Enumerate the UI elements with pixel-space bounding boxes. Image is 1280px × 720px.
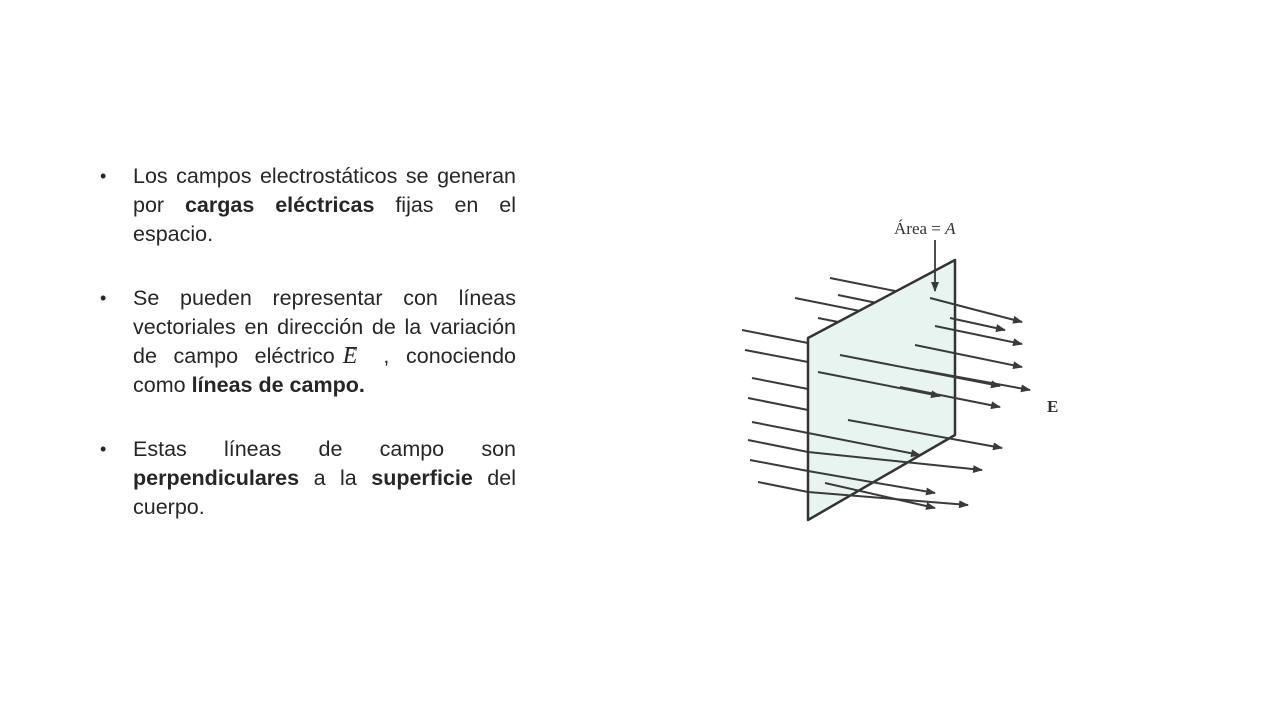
vector-e-symbol: →E bbox=[342, 339, 359, 371]
area-label-prefix: Área = bbox=[894, 219, 945, 238]
bullet-item-1: • Los campos electrostáticos se generan … bbox=[100, 162, 516, 249]
bullet-item-2: • Se pueden representar con líneas vecto… bbox=[100, 284, 516, 400]
bullet-marker: • bbox=[100, 439, 107, 459]
field-line bbox=[949, 317, 1006, 332]
bullet-2-bold-field-lines: líneas de campo. bbox=[191, 373, 365, 397]
field-line bbox=[807, 432, 921, 458]
field-label-e: E bbox=[1047, 397, 1058, 416]
bullet-marker: • bbox=[100, 166, 107, 186]
bullet-2-text-a: Se pueden representar con líneas vectori… bbox=[133, 286, 516, 368]
vector-e-letter: E bbox=[342, 343, 358, 369]
bullet-1-text-a: Los campos electrostáticos se generan po… bbox=[133, 164, 516, 217]
field-line bbox=[934, 325, 1023, 347]
bullet-1-bold-charges: cargas eléctricas bbox=[184, 193, 375, 217]
field-line-back bbox=[741, 329, 809, 344]
bullet-1-text-b: fijas en el espacio. bbox=[133, 193, 516, 246]
field-line bbox=[817, 371, 941, 399]
field-line-back bbox=[747, 397, 809, 411]
field-line bbox=[807, 491, 969, 509]
bullet-3-text-b: a la bbox=[299, 466, 372, 490]
field-line-back bbox=[744, 349, 809, 363]
bullet-2-text-b: , conociendo como bbox=[133, 344, 516, 397]
area-label-var: A bbox=[944, 219, 956, 238]
field-line bbox=[807, 470, 936, 496]
electric-flux-diagram: Área = A E bbox=[741, 219, 1058, 522]
field-line-back bbox=[751, 421, 809, 434]
field-line bbox=[824, 482, 936, 510]
field-line bbox=[847, 419, 1003, 451]
bullet-3-bold-perpendicular: perpendiculares bbox=[133, 466, 300, 490]
area-label: Área = A bbox=[894, 219, 956, 238]
bullet-marker: • bbox=[100, 288, 107, 308]
bullet-3-text-c: del cuerpo. bbox=[133, 466, 516, 519]
field-line bbox=[899, 386, 1001, 410]
field-line bbox=[807, 451, 983, 474]
field-line-back bbox=[751, 377, 809, 390]
vector-arrow-icon: → bbox=[343, 339, 359, 355]
bullet-3-bold-surface: superficie bbox=[371, 466, 473, 490]
field-lines-front bbox=[807, 297, 1031, 510]
field-line bbox=[929, 297, 1023, 324]
field-line-back bbox=[747, 439, 809, 453]
bullet-3-text-a: Estas líneas de campo son bbox=[133, 437, 516, 461]
field-line bbox=[919, 369, 1031, 393]
field-line-back bbox=[749, 459, 809, 472]
bullet-list: • Los campos electrostáticos se generan … bbox=[100, 162, 516, 522]
field-line bbox=[914, 344, 1023, 370]
field-line-back bbox=[757, 481, 809, 493]
bullet-item-3: • Estas líneas de campo son perpendicula… bbox=[100, 435, 516, 522]
